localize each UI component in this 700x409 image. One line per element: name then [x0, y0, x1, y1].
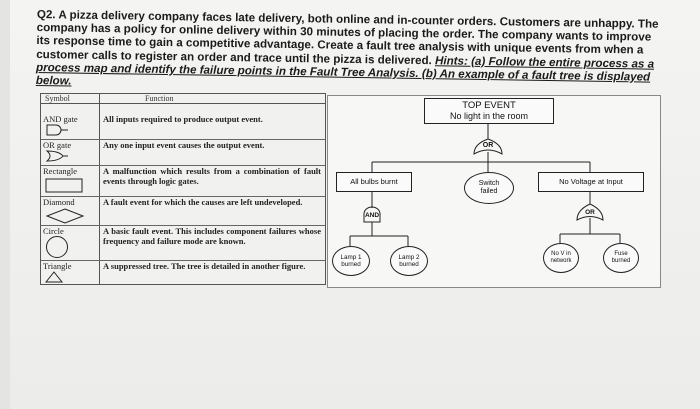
or-gate-symbol	[45, 150, 68, 162]
symbol-function: Any one input event causes the output ev…	[103, 140, 265, 150]
right-or-gate-label: OR	[585, 209, 595, 216]
question-text: Q2. A pizza delivery company faces late …	[36, 8, 665, 97]
table-row: Circle A basic fault event. This include…	[41, 226, 325, 261]
no-v-network-label: No V in network	[550, 251, 572, 264]
and-gate-symbol	[46, 124, 68, 136]
header-function: Function	[145, 94, 174, 103]
no-voltage-box: No Voltage at Input	[538, 172, 644, 192]
column-divider	[99, 94, 100, 284]
table-row: Rectangle A malfunction which results fr…	[41, 166, 325, 197]
fuse-burned-circle: Fuse burned	[603, 243, 639, 273]
symbol-name: Triangle	[43, 261, 72, 271]
diamond-symbol	[45, 208, 85, 224]
symbol-table-header: Symbol Function	[41, 94, 325, 104]
top-event-title: TOP EVENT	[462, 100, 516, 111]
fault-tree-connectors	[349, 122, 621, 246]
rectangle-symbol	[45, 178, 83, 193]
fuse-burned-label: Fuse burned	[611, 251, 631, 264]
symbol-function: A fault event for which the causes are l…	[103, 197, 303, 207]
fault-tree-diagram: TOP EVENT No light in the room OR All bu…	[327, 95, 661, 288]
table-row: OR gate Any one input event causes the o…	[41, 140, 325, 166]
symbol-name: Diamond	[43, 197, 75, 207]
symbol-function: A suppressed tree. The tree is detailed …	[103, 261, 306, 271]
table-row: AND gate All inputs required to produce …	[41, 114, 325, 140]
lamp1-label: Lamp 1 burned	[340, 254, 362, 268]
lamp2-label: Lamp 2 burned	[398, 254, 420, 268]
top-event-box: TOP EVENT No light in the room	[424, 98, 554, 124]
symbol-name: OR gate	[43, 140, 72, 150]
symbol-function: All inputs required to produce output ev…	[103, 114, 263, 124]
symbol-function: A malfunction which results from a combi…	[103, 166, 321, 186]
symbol-name: AND gate	[43, 114, 78, 124]
header-symbol: Symbol	[45, 94, 70, 103]
question-label: Q2.	[36, 8, 56, 22]
symbol-function: A basic fault event. This includes compo…	[103, 226, 321, 246]
switch-failed-circle: Switch failed	[464, 172, 514, 204]
circle-symbol	[46, 236, 68, 258]
lamp2-burned-circle: Lamp 2 burned	[390, 246, 428, 276]
switch-failed-label: Switch failed	[478, 180, 500, 195]
top-or-gate-label: OR	[482, 142, 494, 149]
symbol-table: Symbol Function AND gate All inputs requ…	[40, 93, 326, 285]
top-event-text: No light in the room	[449, 111, 529, 121]
table-row: Triangle A suppressed tree. The tree is …	[41, 261, 325, 283]
all-bulbs-burnt-box: All bulbs burnt	[336, 172, 412, 192]
lamp1-burned-circle: Lamp 1 burned	[332, 246, 370, 276]
symbol-name: Circle	[43, 226, 64, 236]
and-gate-label: AND	[364, 212, 380, 219]
symbol-name: Rectangle	[43, 166, 77, 176]
no-v-network-circle: No V in network	[543, 243, 579, 273]
triangle-symbol	[45, 271, 64, 283]
table-row: Diamond A fault event for which the caus…	[41, 197, 325, 226]
